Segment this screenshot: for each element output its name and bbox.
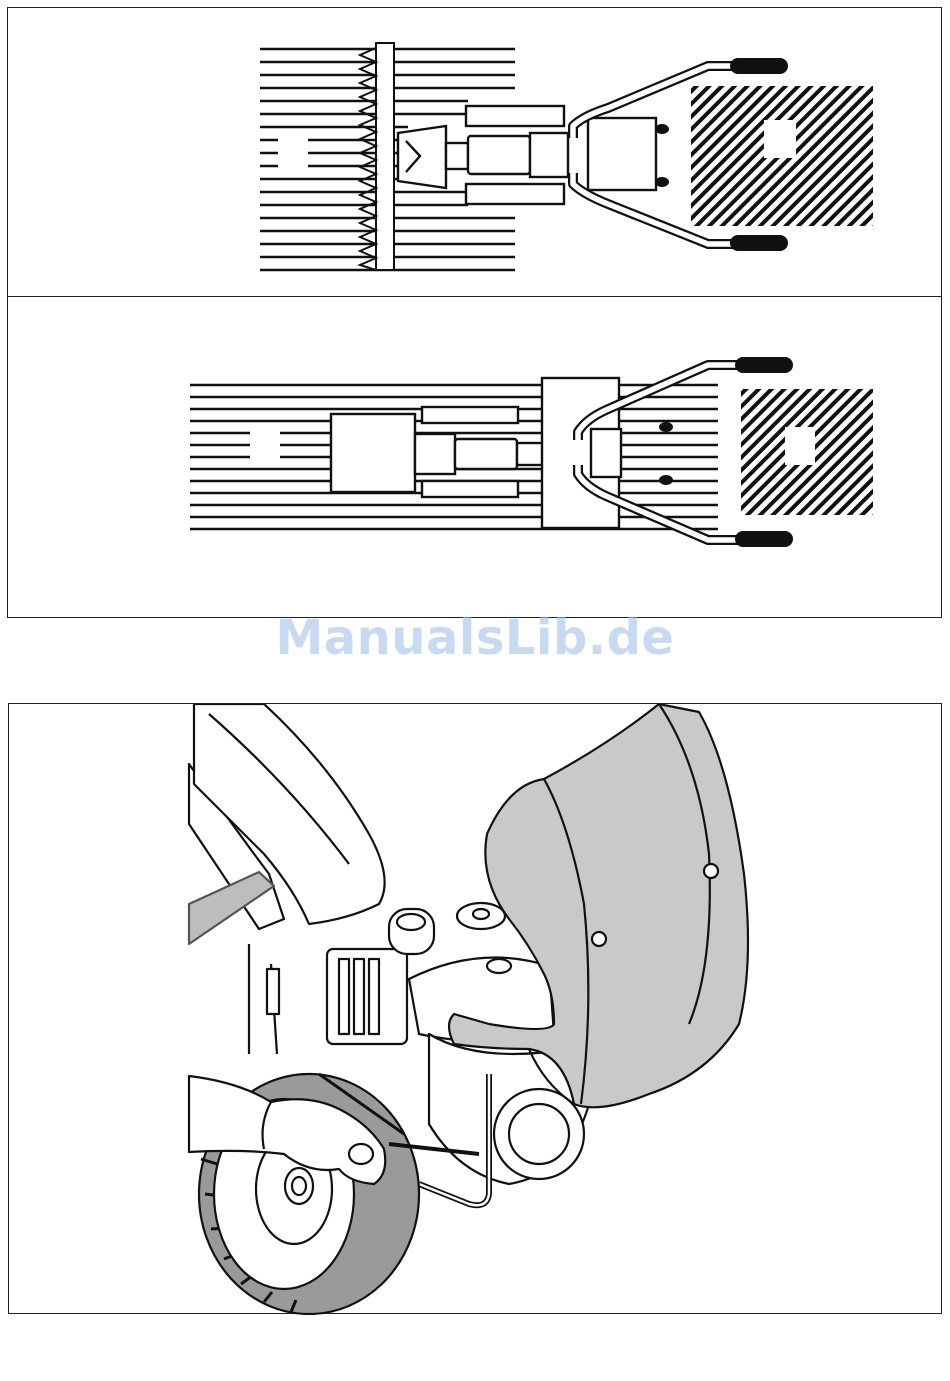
cleared-area [691,86,873,226]
figure-top-panel [7,7,942,297]
snow-thrower-top-view-icon [8,8,943,298]
figure-middle-panel [7,296,942,618]
watermark: ManualsLib.de [0,610,950,666]
chute [398,126,468,188]
engine-body [466,106,656,204]
snow-thrower-maintenance-icon [9,704,943,1315]
snow-thrower-top-view-icon [8,297,943,619]
figure-bottom-panel [8,703,942,1314]
auger-housing [360,43,394,270]
cleared-area [741,389,873,515]
